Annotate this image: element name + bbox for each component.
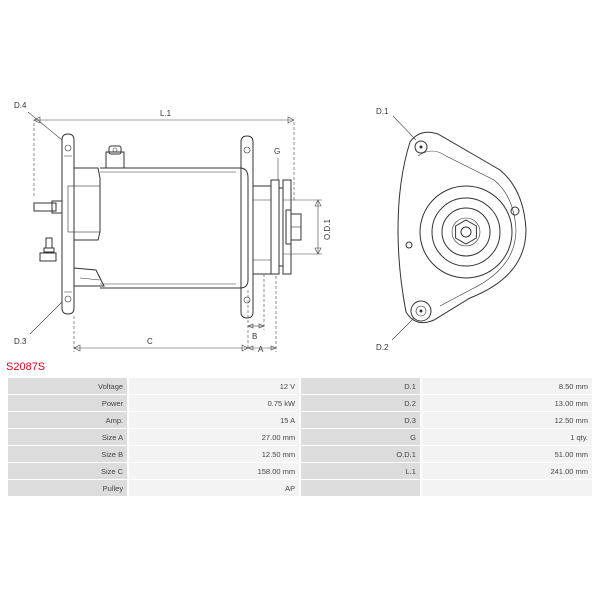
g-label: G — [274, 147, 280, 156]
c-dimension-label: C — [147, 337, 153, 346]
spec-value: 0.75 kW — [129, 395, 300, 411]
spec-value: 12.50 mm — [129, 446, 300, 462]
spec-label: O.D.1 — [301, 446, 420, 462]
spec-value: 12.50 mm — [421, 412, 592, 428]
spec-value: 241.00 mm — [421, 463, 592, 479]
a-dimension-label: A — [258, 345, 264, 354]
d4-label: D.4 — [14, 101, 27, 110]
spec-value: 13.00 mm — [421, 395, 592, 411]
spec-label: Voltage — [8, 378, 128, 394]
side-view: L.1 D.4 D.3 G O.D.1 B C A — [14, 101, 332, 354]
part-number: S2087S — [6, 361, 46, 373]
spec-label: L.1 — [301, 463, 420, 479]
spec-label: Amp. — [8, 412, 128, 428]
spec-value: 51.00 mm — [421, 446, 592, 462]
spec-label: Pulley — [8, 480, 128, 496]
spec-value: AP — [129, 480, 300, 496]
spec-value: 158.00 mm — [129, 463, 300, 479]
spec-value: 8.50 mm — [421, 378, 592, 394]
spec-label: D.1 — [301, 378, 420, 394]
spec-table: Voltage 12 V D.1 8.50 mm Power 0.75 kW D… — [6, 377, 594, 497]
od1-dimension-label: O.D.1 — [323, 219, 332, 240]
spec-label: Size B — [8, 446, 128, 462]
spec-label: G — [301, 429, 420, 445]
table-row: Pulley AP — [8, 480, 592, 496]
front-view: D.1 D.2 — [376, 107, 527, 352]
technical-drawing: L.1 D.4 D.3 G O.D.1 B C A — [14, 101, 527, 354]
spec-label: Size C — [8, 463, 128, 479]
spec-value: 1 qty. — [421, 429, 592, 445]
spec-label: D.2 — [301, 395, 420, 411]
table-row: Amp. 15 A D.3 12.50 mm — [8, 412, 592, 428]
b-dimension-label: B — [252, 332, 257, 341]
spec-value: 15 A — [129, 412, 300, 428]
spec-label — [301, 480, 420, 496]
spec-label: Size A — [8, 429, 128, 445]
d2-label: D.2 — [376, 343, 389, 352]
table-row: Power 0.75 kW D.2 13.00 mm — [8, 395, 592, 411]
table-row: Size B 12.50 mm O.D.1 51.00 mm — [8, 446, 592, 462]
spec-value: 27.00 mm — [129, 429, 300, 445]
spec-value: 12 V — [129, 378, 300, 394]
l1-dimension-label: L.1 — [160, 109, 172, 118]
d3-label: D.3 — [14, 337, 27, 346]
spec-value — [421, 480, 592, 496]
spec-label: Power — [8, 395, 128, 411]
table-row: Voltage 12 V D.1 8.50 mm — [8, 378, 592, 394]
d1-label: D.1 — [376, 107, 389, 116]
table-row: Size C 158.00 mm L.1 241.00 mm — [8, 463, 592, 479]
table-row: Size A 27.00 mm G 1 qty. — [8, 429, 592, 445]
spec-label: D.3 — [301, 412, 420, 428]
